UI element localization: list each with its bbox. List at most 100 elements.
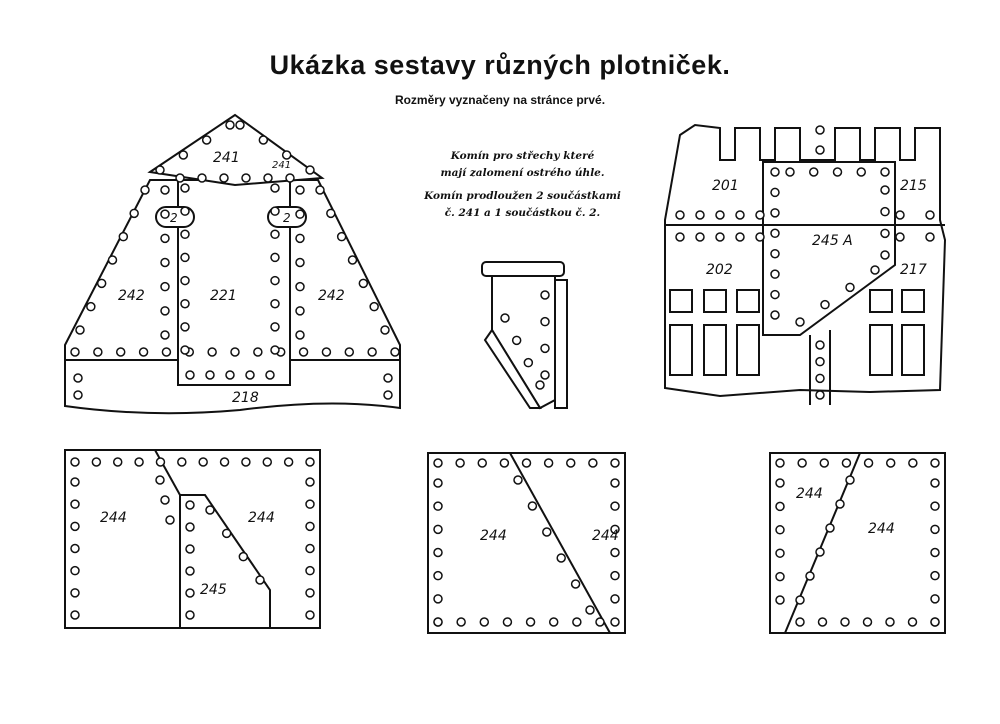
rivet-hole [795,317,805,327]
rivet-hole [270,345,280,355]
rivet-hole [588,458,598,468]
rivet-hole [197,173,207,183]
rivet-hole [160,257,170,268]
label-241-small: 241 [272,160,291,171]
rivet-hole [513,475,523,485]
rivet-hole [770,187,780,198]
rivet-hole [815,356,825,367]
rivet-hole [930,478,940,488]
rivet-hole [930,501,940,511]
rivet-hole [880,228,890,239]
rivet-hole [321,347,332,357]
rivet-hole [570,579,581,589]
rivet-hole [832,167,843,177]
rivet-hole [542,527,552,537]
chimney-body [491,275,556,410]
rivet-hole [527,501,538,511]
rivet-hole [155,457,166,467]
rivet-hole [907,617,918,627]
rivet-hole [585,605,595,615]
rivet-hole [805,571,815,581]
rivet-hole [140,185,150,195]
rivet-hole [198,457,208,467]
label-244: 244 [248,510,275,526]
rivet-hole [161,347,172,357]
rivet-hole [155,475,165,485]
rivet-hole [770,289,780,300]
rivet-hole [70,457,80,467]
rivet-hole [205,370,215,380]
rivet-hole [610,617,620,627]
rivet-hole [185,500,195,510]
rivet-hole [281,150,292,160]
chimney-top [481,261,565,277]
rivet-hole [815,390,825,400]
hole-row [895,232,935,242]
rivet-hole [675,210,685,220]
rivet-hole [523,357,534,368]
rivet-hole [253,347,263,357]
rivet-hole [610,478,620,488]
page-subtitle: Rozměry vyznačeny na stránce prvé. [394,93,606,107]
rivet-hole [70,521,80,532]
rivet-hole [499,458,510,468]
hole-row [815,340,825,400]
chimney-side [483,328,542,409]
hole-row [175,173,295,183]
rivet-hole [825,523,835,533]
rivet-hole [775,571,785,582]
rivet-hole [270,252,280,263]
rivet-hole [241,173,251,183]
hole-row [235,120,315,175]
rivet-hole [695,210,705,220]
rivet-hole [770,248,780,259]
rivet-hole [180,275,190,286]
rivet-hole [185,544,195,554]
rivet-hole [845,475,855,485]
label-2-right: 2 [283,211,291,225]
hole-row [270,183,280,355]
rivet-hole [129,208,139,219]
rivet-hole [540,290,550,300]
hole-row [795,265,880,327]
chimney-note-line: Komín pro střechy které [450,150,595,162]
rivet-hole [770,228,780,239]
rivet-hole [112,457,123,467]
label-242-left: 242 [118,288,145,304]
rivet-hole [770,310,780,320]
bottom-middle-assembly: 244 244 [427,452,626,634]
rivet-hole [160,233,170,244]
rivet-hole [845,282,855,293]
rivet-hole [863,458,874,468]
roof-assembly: 241 241 2 2 242 221 242 218 [64,113,401,415]
rivet-hole [369,301,379,312]
chimney-edge [554,279,568,409]
rivet-hole [165,515,175,525]
rivet-hole [283,457,294,467]
extension-note-line: Komín prodloužen 2 součástkami [424,190,621,202]
rivet-hole [180,183,190,193]
rivet-hole [695,232,705,242]
rivet-hole [885,617,895,627]
rivet-hole [543,458,554,468]
rivet-hole [433,524,443,535]
label-215: 215 [900,178,927,194]
rivet-hole [175,173,185,183]
rivet-hole [595,617,605,627]
label-241: 241 [213,150,240,166]
rivet-hole [715,232,725,242]
rivet-hole [160,185,170,195]
rivet-hole [180,229,190,240]
rivet-hole [433,570,443,581]
rivet-hole [548,617,559,627]
rivet-hole [96,278,107,289]
rivet-hole [610,570,620,581]
rivet-hole [298,347,309,357]
rivet-hole [230,347,240,357]
label-244: 244 [100,510,127,526]
hole-row [315,185,390,335]
hole-row [785,167,890,177]
label-218: 218 [232,390,259,406]
rivet-hole [433,458,443,468]
rivet-hole [207,347,217,357]
